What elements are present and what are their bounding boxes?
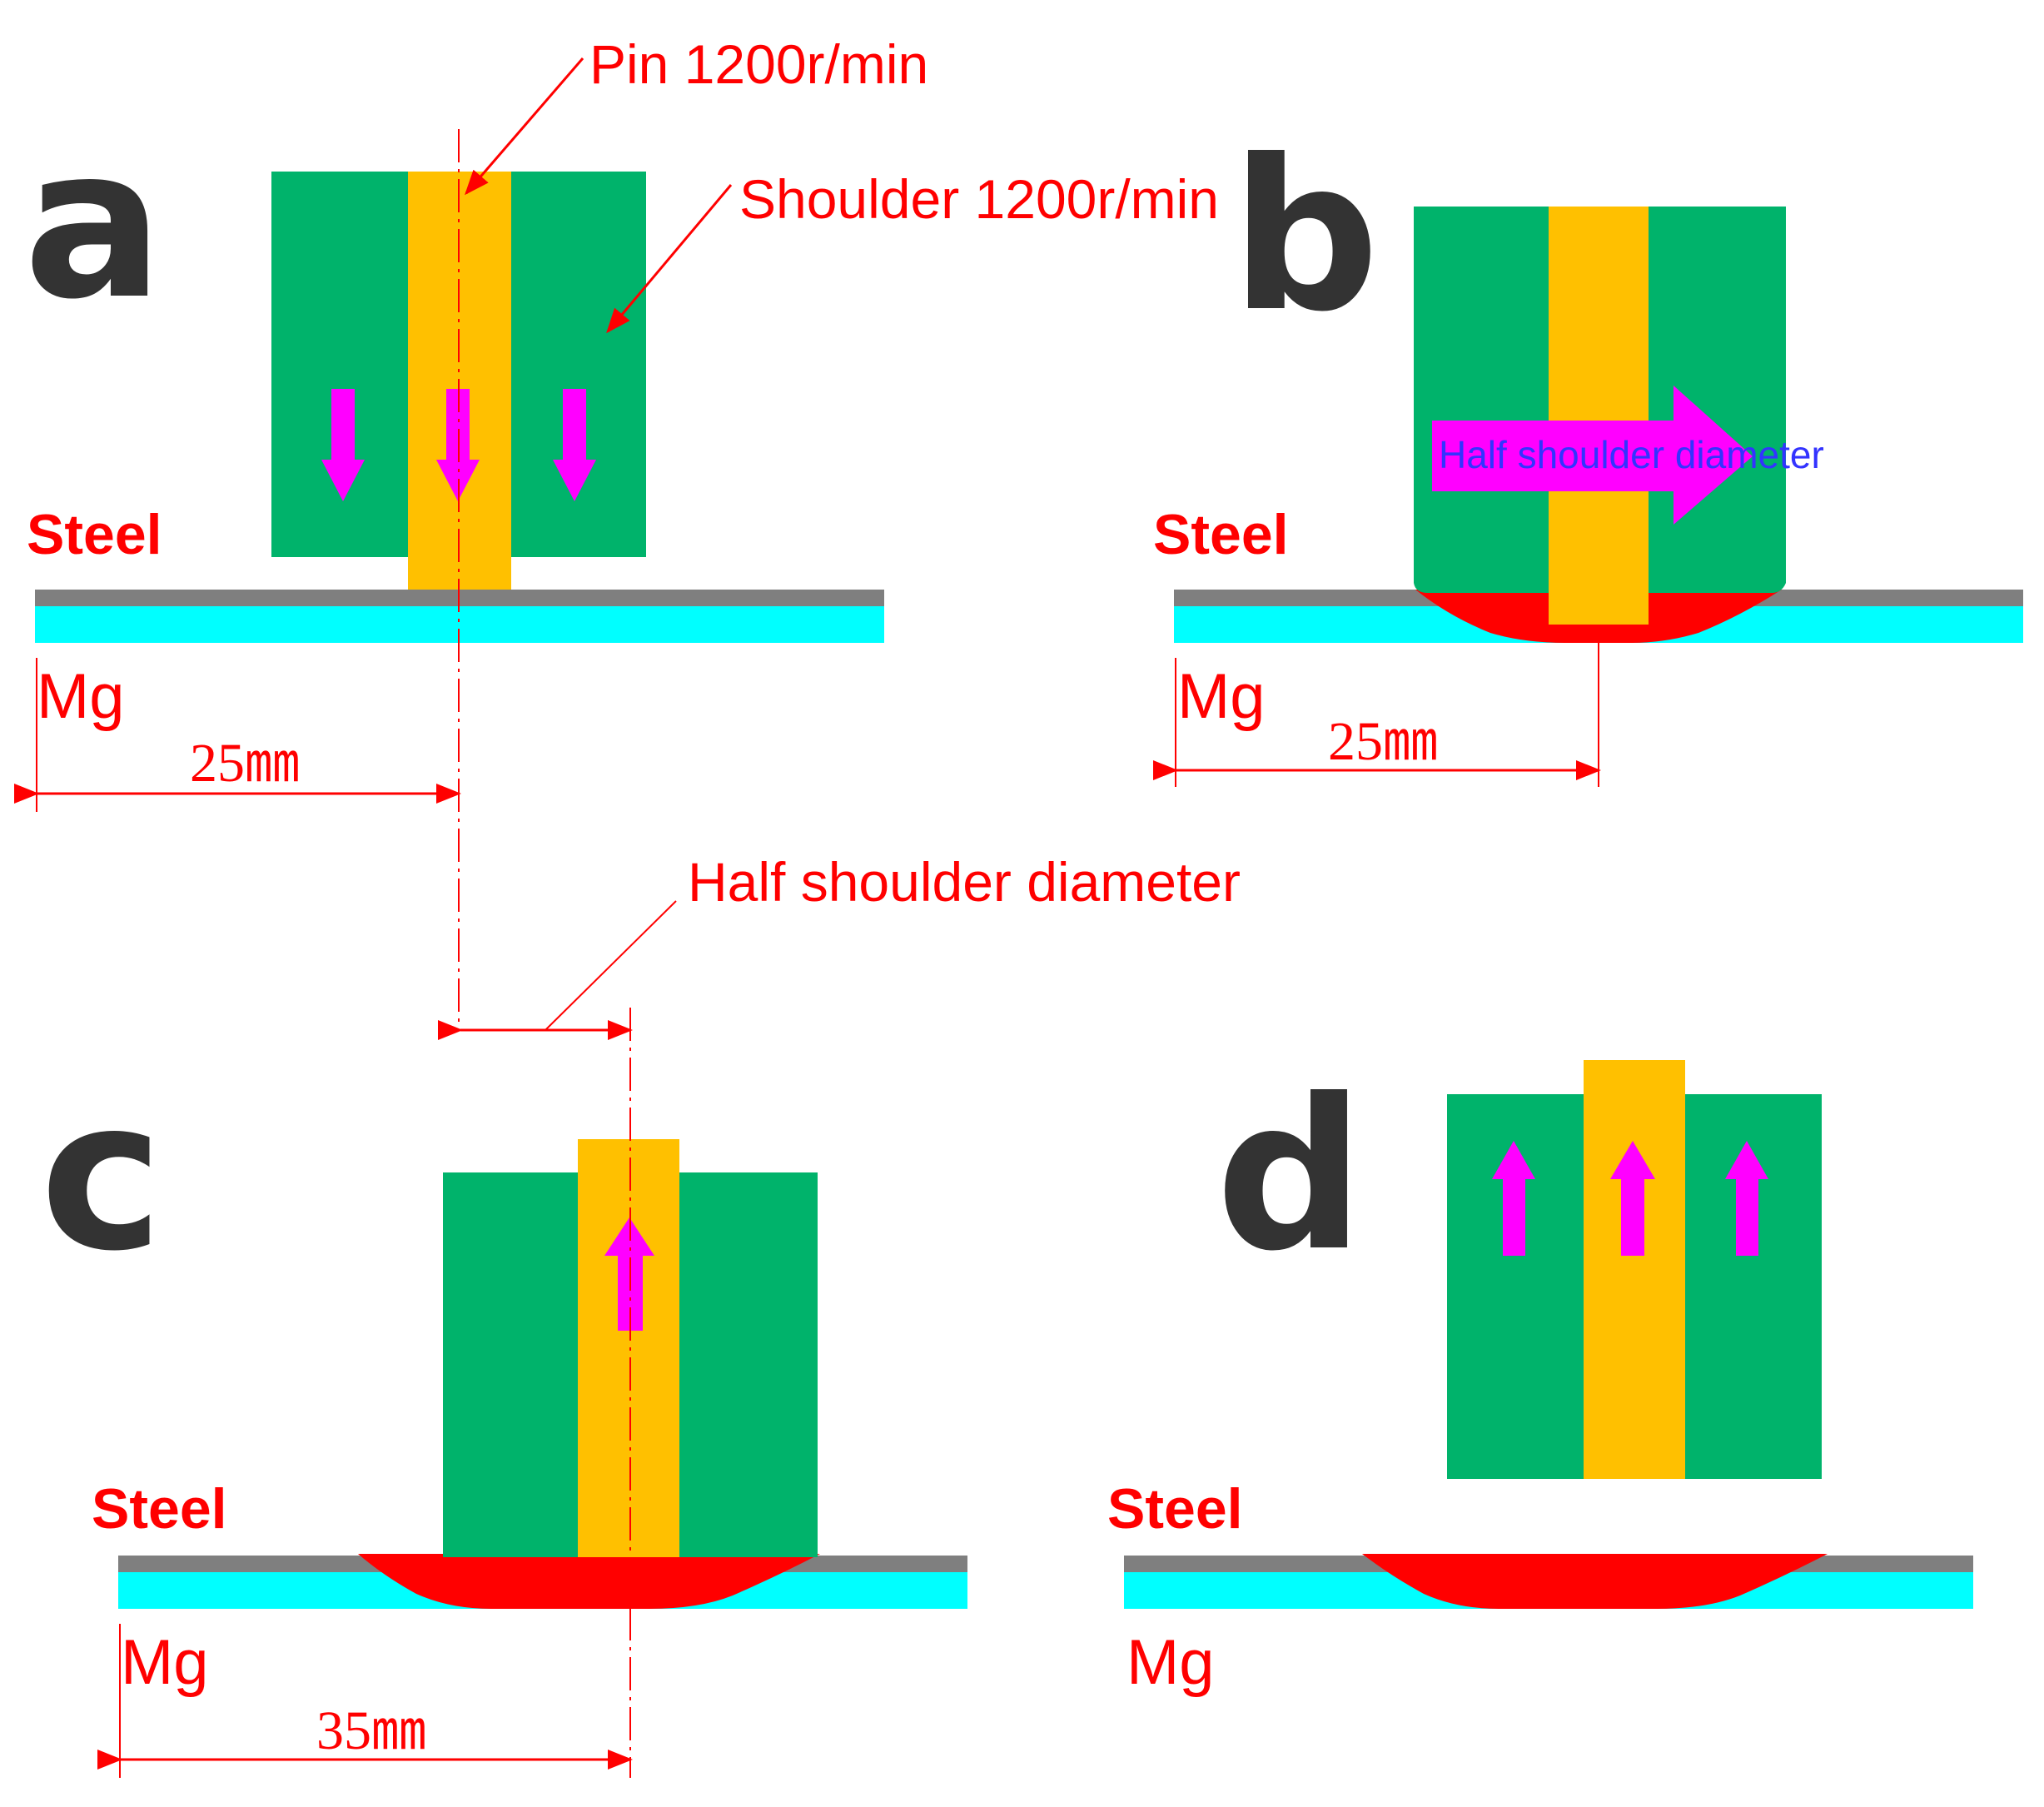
panel-b-dimension-label: 25㎜ — [1328, 711, 1438, 772]
shoulder-callout-leader — [606, 184, 733, 334]
panel-c: c Steel Mg 35㎜ — [40, 1008, 967, 1778]
callouts: Pin 1200r/min Shoulder 1200r/min Half sh… — [438, 33, 1241, 1040]
panel-b-pin — [1549, 207, 1649, 625]
panel-a-dimension-label: 25㎜ — [190, 733, 300, 794]
pin-callout-label: Pin 1200r/min — [589, 33, 928, 95]
panel-b: b Half shoulder diameter Steel Mg 25㎜ — [1153, 115, 2023, 787]
panel-b-right-arrow — [1432, 386, 1753, 525]
panel-d-mg-label: Mg — [1126, 1627, 1215, 1698]
panel-c-mg-label: Mg — [121, 1627, 209, 1698]
panel-b-letter: b — [1231, 115, 1380, 357]
panel-d-letter: d — [1216, 1054, 1365, 1297]
panel-c-weld-zone — [358, 1554, 820, 1609]
panel-a: a Steel Mg 25㎜ — [14, 102, 884, 1026]
panel-d: d Steel Mg — [1107, 1054, 1973, 1698]
panel-d-steel-label: Steel — [1107, 1477, 1243, 1541]
panel-b-steel-label: Steel — [1153, 503, 1289, 566]
panel-c-steel-label: Steel — [92, 1477, 227, 1541]
panel-d-up-arrow-left — [1492, 1141, 1535, 1256]
panel-b-arrow-label: Half shoulder diameter — [1439, 433, 1824, 476]
pin-callout-leader — [465, 57, 584, 196]
panel-a-mg-label: Mg — [37, 661, 125, 732]
offset-callout-label: Half shoulder diameter — [688, 851, 1241, 913]
panel-a-letter: a — [23, 102, 164, 345]
panel-d-up-arrow-center — [1610, 1141, 1655, 1256]
panel-c-pin — [578, 1139, 679, 1557]
panel-d-pin — [1584, 1060, 1685, 1479]
panel-a-steel-label: Steel — [27, 503, 162, 566]
panel-a-down-arrow-right — [553, 389, 596, 501]
offset-callout-leader — [545, 900, 677, 1031]
panel-a-down-arrow-left — [321, 389, 365, 501]
panel-c-letter: c — [40, 1054, 163, 1297]
shoulder-callout-label: Shoulder 1200r/min — [739, 168, 1219, 230]
panel-c-dimension-label: 35㎜ — [316, 1700, 426, 1761]
panel-d-weld-zone — [1362, 1554, 1828, 1609]
panel-d-up-arrow-right — [1725, 1141, 1768, 1256]
panel-b-mg-label: Mg — [1177, 661, 1266, 732]
